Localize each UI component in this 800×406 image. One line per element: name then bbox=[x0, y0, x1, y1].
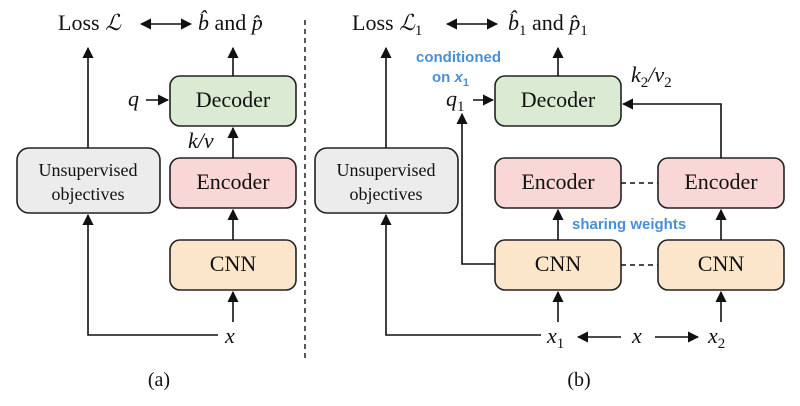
panel-a-input-unsupervised-arrow bbox=[82, 213, 218, 336]
panel-b-loss-label: Loss ℒ1 bbox=[352, 10, 422, 39]
panel-a-input-label: x bbox=[224, 323, 235, 348]
panel-a-encoder-label: Encoder bbox=[196, 169, 270, 194]
panel-b-cnn-query-arrow bbox=[456, 112, 495, 265]
panel-a-unsupervised-line2: objectives bbox=[52, 184, 125, 204]
panel-a-output-label: b̂ and p̂ bbox=[198, 10, 263, 35]
panel-b-unsupervised-line2: objectives bbox=[350, 184, 423, 204]
panel-b: Loss ℒ1 b̂1 and p̂1 conditioned on x1 Un… bbox=[314, 10, 785, 391]
panel-b-sharing-weights-label: sharing weights bbox=[572, 216, 686, 233]
panel-b-x1-label: x1 bbox=[546, 323, 564, 352]
panel-b-encoder-right-decoder-arrow bbox=[621, 98, 722, 158]
panel-b-conditioned-line1: conditioned bbox=[416, 49, 501, 66]
panel-b-conditioned-line2: on x1 bbox=[432, 69, 469, 89]
panel-b-x2-label: x2 bbox=[707, 323, 725, 352]
panel-b-decoder-label: Decoder bbox=[521, 87, 596, 112]
panel-b-input-unsupervised-arrow bbox=[380, 213, 541, 336]
panel-b-caption: (b) bbox=[567, 369, 590, 391]
panel-a-cnn-label: CNN bbox=[210, 251, 257, 276]
panel-b-encoder-right-label: Encoder bbox=[684, 169, 758, 194]
panel-a-kv-label: k/v bbox=[188, 128, 214, 153]
panel-b-output-label: b̂1 and p̂1 bbox=[508, 10, 588, 39]
panel-a: Loss ℒ b̂ and p̂ Unsupervised objectives… bbox=[16, 10, 297, 391]
panel-a-caption: (a) bbox=[148, 369, 170, 391]
panel-b-cnn-left-label: CNN bbox=[535, 251, 582, 276]
panel-b-encoder-left-label: Encoder bbox=[521, 169, 595, 194]
panel-b-unsupervised-line1: Unsupervised bbox=[337, 160, 436, 180]
panel-b-cnn-right-label: CNN bbox=[698, 251, 745, 276]
panel-b-kv-label: k2/v2 bbox=[631, 62, 672, 91]
panel-b-x-label: x bbox=[631, 323, 642, 348]
panel-a-loss-label: Loss ℒ bbox=[58, 10, 122, 35]
panel-b-query-label: q1 bbox=[446, 86, 465, 115]
panel-a-unsupervised-line1: Unsupervised bbox=[39, 160, 138, 180]
panel-a-query-label: q bbox=[128, 86, 139, 111]
panel-a-decoder-label: Decoder bbox=[196, 87, 271, 112]
